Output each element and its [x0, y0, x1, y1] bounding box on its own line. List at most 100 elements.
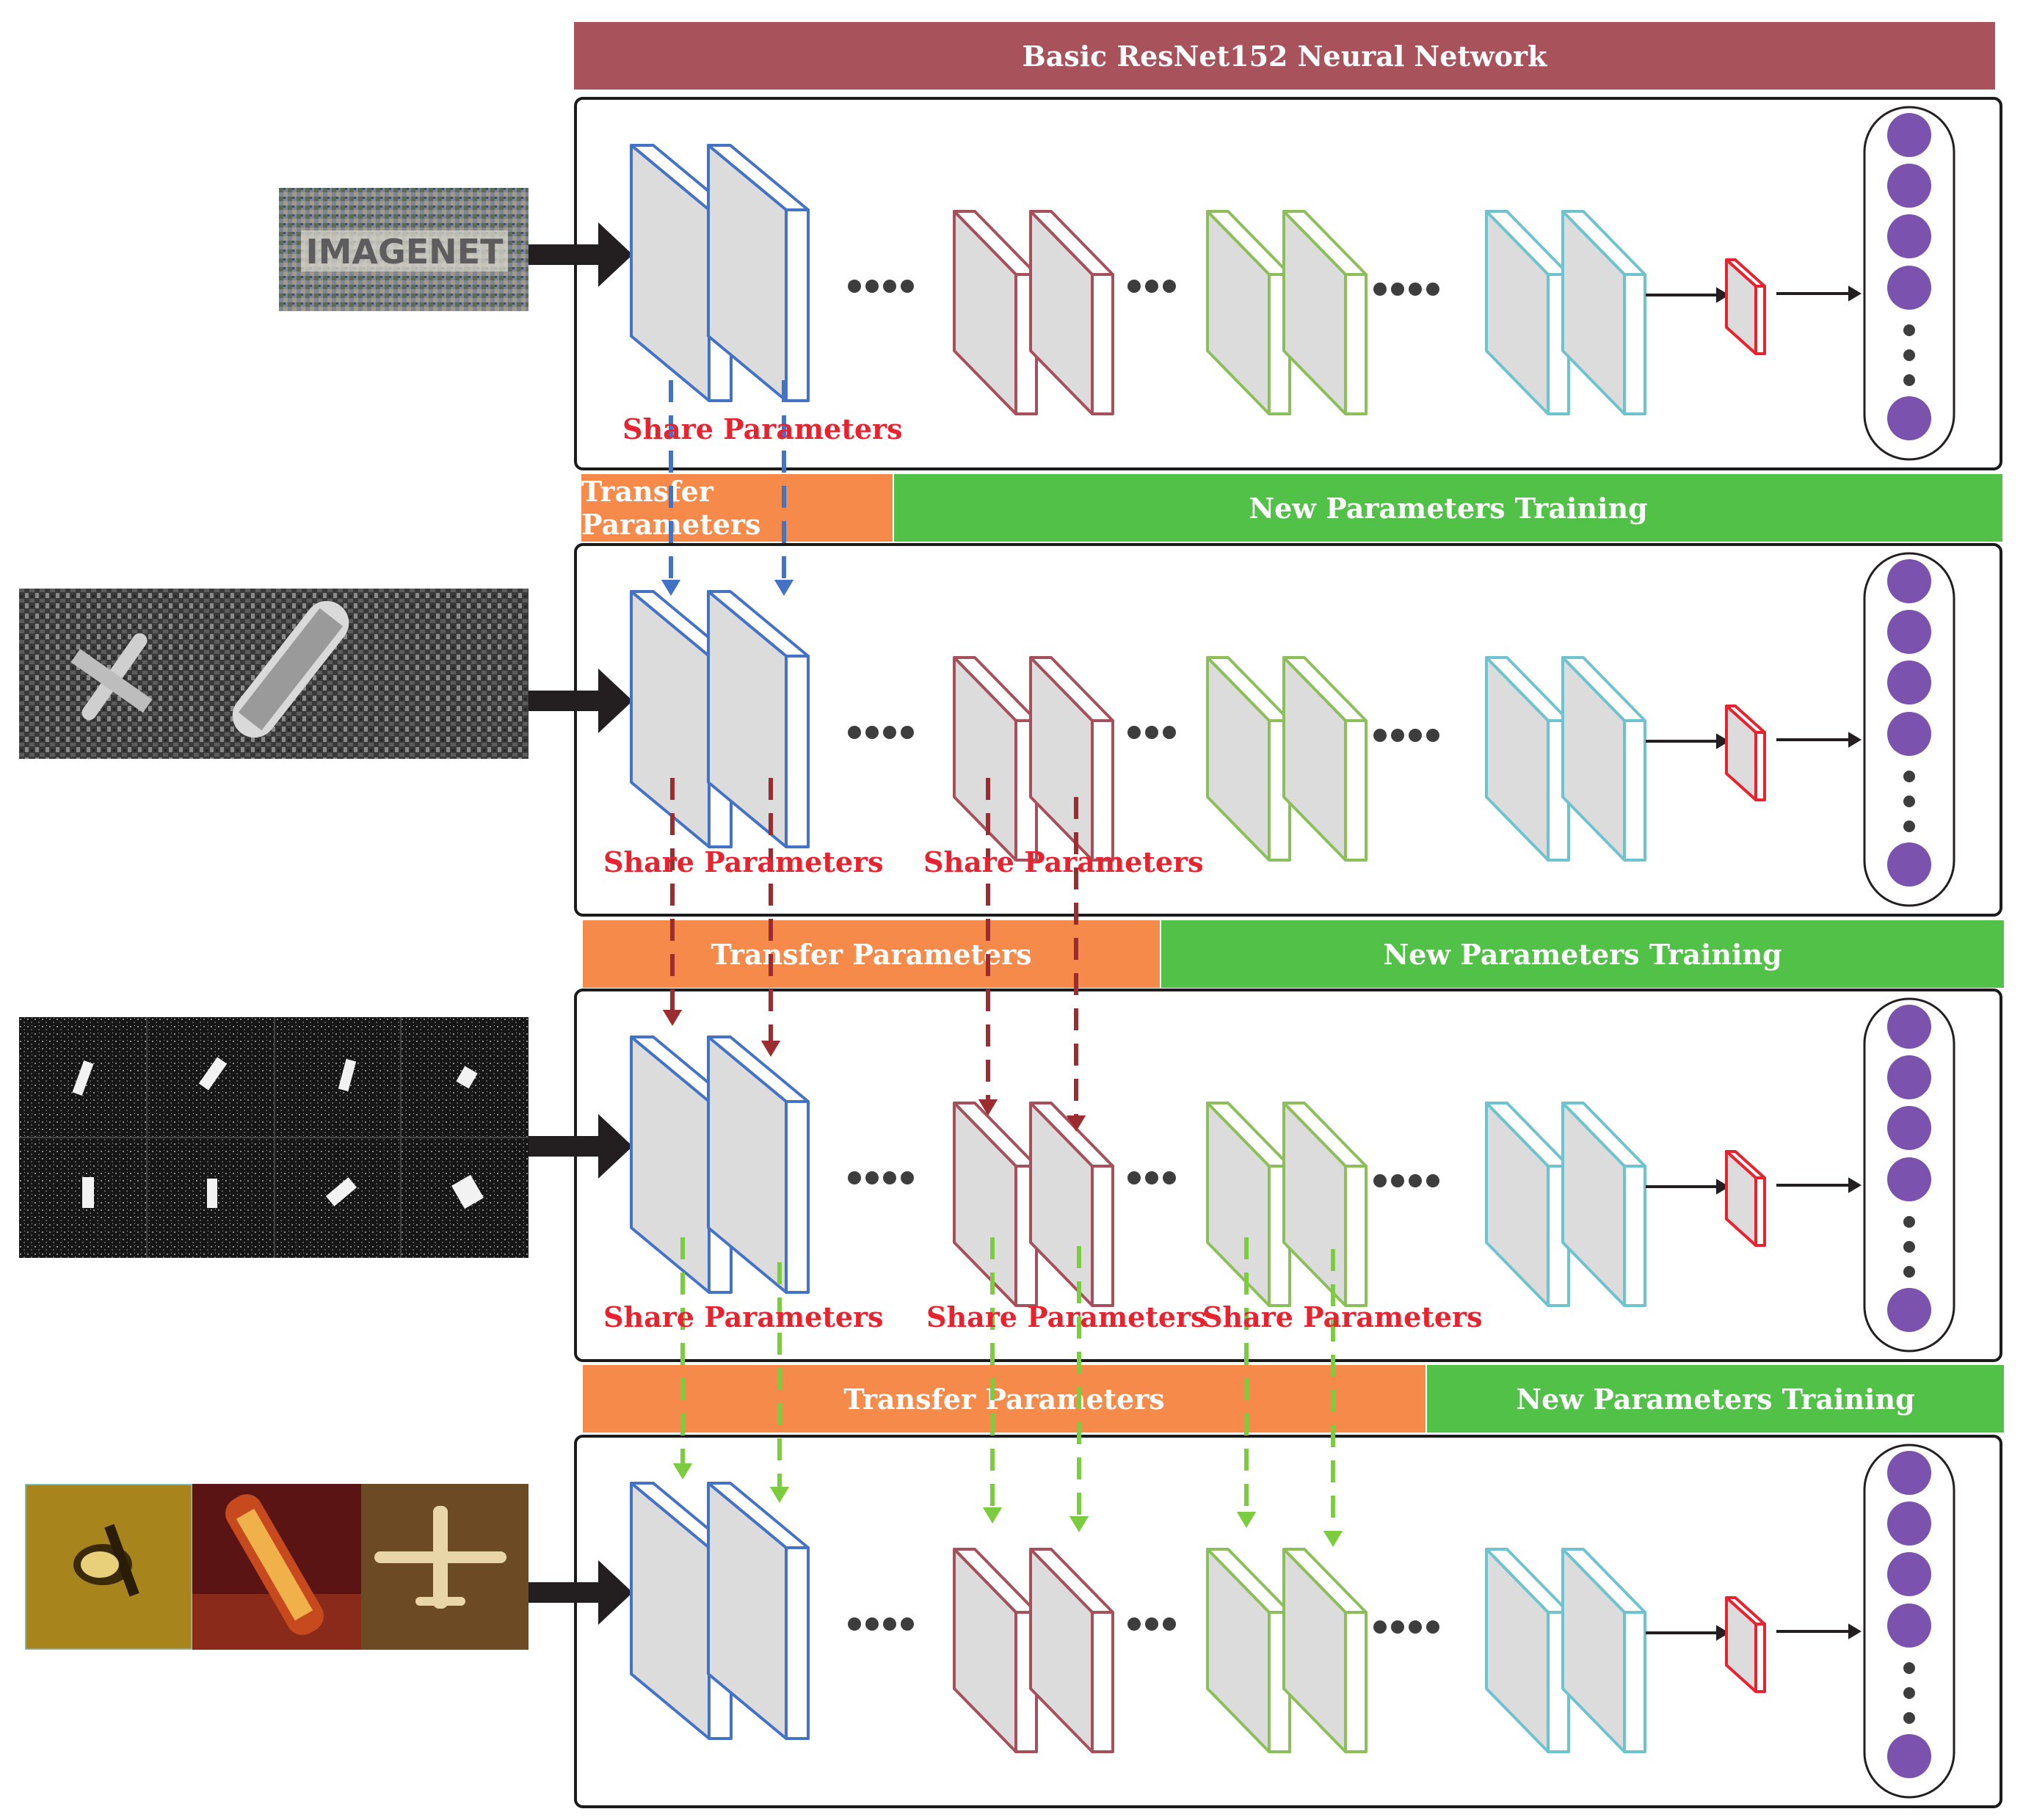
dots-icon: [1903, 771, 1915, 782]
purple-node-icon: [1887, 1005, 1931, 1049]
purple-node-icon: [1887, 1502, 1931, 1546]
fc-block-red: [1725, 1596, 1766, 1693]
diagram-title: Basic ResNet152 Neural Network: [574, 22, 1995, 90]
share-parameters-label: Share Parameters: [622, 412, 903, 445]
dots-icon: [1373, 1620, 1439, 1634]
purple-node-icon: [1887, 712, 1931, 756]
purple-node-icon: [1887, 164, 1931, 208]
share-arrow-green-head: [672, 1463, 693, 1479]
dots-icon: [1903, 374, 1915, 386]
fc-block-red: [1725, 705, 1766, 801]
sonar-input-image: [23, 1482, 529, 1651]
conv-block-cyan: [1485, 656, 1570, 862]
conv-block-green: [1206, 1548, 1291, 1753]
dots-icon: [1903, 324, 1915, 336]
share-arrow-blue-head: [661, 580, 681, 596]
purple-node-icon: [1887, 1055, 1931, 1099]
purple-node-icon: [1887, 266, 1931, 310]
conv-block-maroon: [1029, 656, 1114, 862]
share-arrow-green-head: [1236, 1512, 1257, 1528]
stage-panel-3: [574, 989, 2002, 1362]
transfer-bar-1: Transfer Parameters: [581, 474, 893, 542]
train-bar-2: New Parameters Training: [1161, 920, 2004, 988]
stage-panel-1: [574, 97, 2002, 470]
thick-right-arrow-icon: [598, 222, 633, 287]
train-bar-3: New Parameters Training: [1427, 1365, 2004, 1433]
stage-2-input-arrow-shaft: [529, 691, 602, 711]
dots-icon: [1903, 1662, 1915, 1674]
arrow-head-icon: [1848, 285, 1862, 302]
purple-node-icon: [1887, 559, 1931, 603]
dots-icon: [848, 280, 914, 293]
share-parameters-label: Share Parameters: [603, 1300, 884, 1333]
arrow-head-icon: [1848, 1623, 1862, 1639]
conv-block-maroon: [1029, 1102, 1114, 1307]
conv-block-maroon: [953, 1102, 1038, 1307]
purple-node-icon: [1887, 842, 1931, 887]
dots-icon: [1903, 820, 1915, 832]
conv-block-cyan: [1485, 1102, 1570, 1307]
purple-node-icon: [1887, 1604, 1931, 1648]
purple-node-icon: [1887, 1451, 1931, 1495]
share-arrow-maroon-head: [760, 1041, 781, 1057]
conv-block-green: [1282, 1548, 1368, 1753]
conv-block-green: [1282, 656, 1368, 862]
arrow-head-icon: [1848, 1177, 1862, 1193]
transfer-bar-3: Transfer Parameters: [583, 1365, 1425, 1433]
arrow-head-icon: [1716, 1179, 1729, 1195]
purple-node-icon: [1887, 1106, 1931, 1150]
share-parameters-label: Share Parameters: [926, 1300, 1207, 1333]
thick-right-arrow-icon: [598, 1114, 633, 1179]
share-arrow-blue-head: [774, 580, 794, 596]
fc-block-red: [1725, 258, 1766, 355]
conv-block-cyan: [1561, 210, 1646, 415]
conv-block-cyan: [1561, 1548, 1646, 1753]
purple-node-icon: [1887, 610, 1931, 654]
arrow-head-icon: [1848, 732, 1862, 748]
dots-icon: [1373, 729, 1439, 742]
stage-1-input-arrow-shaft: [529, 244, 602, 265]
conv-block-blue: [707, 1035, 810, 1294]
dots-icon: [1373, 1174, 1439, 1187]
purple-node-icon: [1887, 1552, 1931, 1596]
arrow-head-icon: [1716, 287, 1729, 303]
dots-icon: [1903, 1712, 1915, 1724]
stage-panel-4: [574, 1435, 2002, 1808]
conv-block-cyan: [1485, 210, 1570, 415]
conv-block-green: [1206, 210, 1291, 415]
dots-icon: [1903, 1687, 1915, 1699]
conv-block-blue: [707, 1482, 810, 1740]
share-parameters-label: Share Parameters: [603, 845, 884, 878]
purple-node-icon: [1887, 660, 1931, 705]
share-arrow-maroon-head: [662, 1010, 683, 1026]
train-bar-1: New Parameters Training: [894, 474, 2002, 542]
purple-node-icon: [1887, 113, 1931, 157]
sar-ship-chips-image: [19, 1017, 529, 1258]
share-arrow-maroon-head: [978, 1099, 998, 1115]
purple-node-icon: [1887, 1734, 1931, 1778]
dots-icon: [1903, 349, 1915, 361]
purple-node-icon: [1887, 1157, 1931, 1201]
share-parameters-label: Share Parameters: [923, 845, 1204, 878]
dots-icon: [1903, 1266, 1915, 1278]
dots-icon: [848, 1617, 914, 1631]
conv-block-maroon: [953, 656, 1038, 862]
conv-block-cyan: [1485, 1548, 1570, 1753]
conv-block-maroon: [953, 1548, 1038, 1753]
purple-node-icon: [1887, 396, 1931, 440]
stage-4-input-arrow-shaft: [529, 1582, 602, 1603]
share-parameters-label: Share Parameters: [1202, 1300, 1483, 1333]
fc-block-red: [1725, 1150, 1766, 1247]
share-arrow-green-head: [982, 1507, 1003, 1524]
sar-input-image: [19, 589, 529, 759]
dots-icon: [1903, 796, 1915, 807]
stage-panel-2: [574, 543, 2002, 917]
conv-block-blue: [707, 590, 810, 848]
conv-block-maroon: [1029, 210, 1114, 415]
share-arrow-green-head: [769, 1487, 790, 1503]
conv-block-cyan: [1561, 656, 1646, 862]
dots-icon: [1373, 283, 1439, 296]
dots-icon: [1903, 1216, 1915, 1228]
